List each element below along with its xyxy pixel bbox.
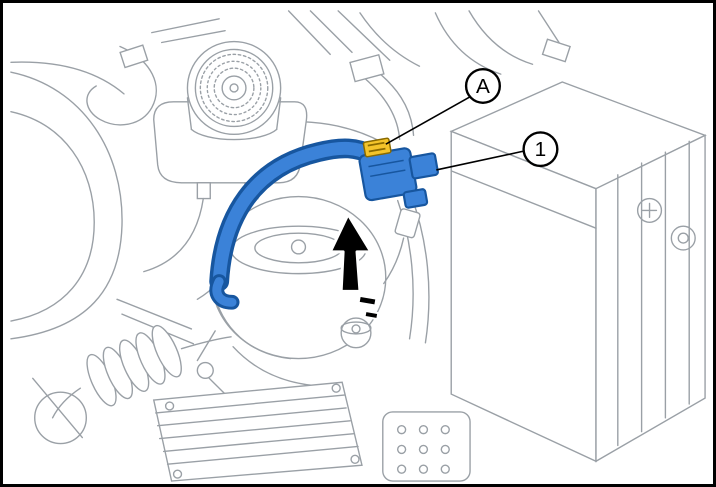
finned-cover bbox=[152, 381, 363, 482]
retaining-clip-yellow bbox=[362, 137, 392, 158]
battery-terminal-mark-2 bbox=[670, 225, 696, 251]
callout-1: 1 bbox=[522, 131, 559, 168]
callout-a-label: A bbox=[476, 75, 490, 98]
bellows-hose bbox=[86, 324, 182, 407]
strap-connector bbox=[358, 137, 439, 209]
callout-1-label: 1 bbox=[535, 138, 547, 161]
engine-bay-illustration: A 1 bbox=[10, 10, 707, 482]
callout-1-leader bbox=[436, 150, 524, 171]
battery-box bbox=[449, 81, 707, 463]
relay-block bbox=[541, 38, 571, 63]
bracket-block bbox=[349, 53, 385, 83]
lower-gray-connector bbox=[383, 208, 421, 285]
highlight-strap bbox=[209, 138, 382, 310]
direction-arrow bbox=[328, 212, 380, 321]
small-connector-block bbox=[119, 44, 149, 69]
brake-reservoir-cap bbox=[186, 40, 282, 141]
vent-grid bbox=[382, 411, 471, 482]
callout-a-leader bbox=[385, 96, 471, 145]
bellows-duct-line-2 bbox=[51, 387, 82, 419]
callout-a: A bbox=[464, 67, 501, 104]
battery-terminal-mark bbox=[636, 197, 663, 223]
